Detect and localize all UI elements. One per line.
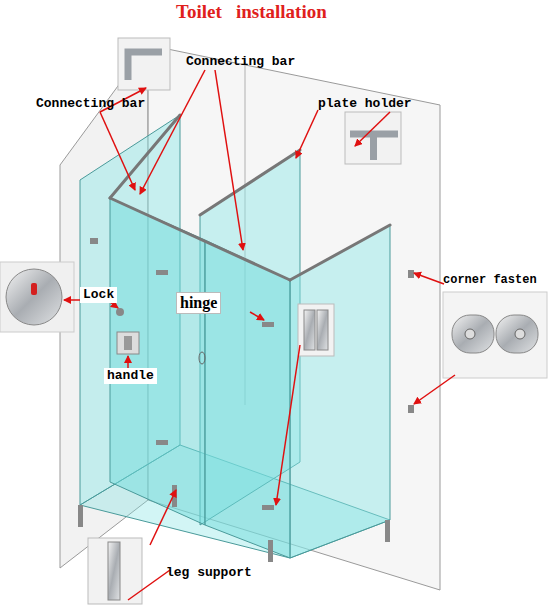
- leader-arrow: [296, 110, 318, 158]
- part-label: Lock: [80, 287, 117, 303]
- photo-frame: [0, 262, 74, 332]
- fitting: [90, 238, 98, 244]
- lock-photo: [6, 269, 62, 325]
- knob: [199, 352, 205, 364]
- leader-arrow: [128, 570, 170, 600]
- part-label: handle: [104, 368, 157, 384]
- photo-frame: [298, 304, 334, 356]
- part-label: leg support: [166, 566, 252, 580]
- hinge-photo: [304, 310, 315, 350]
- lock-dot: [116, 308, 124, 316]
- part-label: plate holder: [318, 97, 412, 111]
- fastener-photo: [496, 315, 538, 353]
- part-label: corner fasten: [443, 274, 537, 287]
- door-panel: [110, 198, 205, 525]
- fitting: [156, 440, 168, 445]
- side-panel: [290, 225, 390, 558]
- bar: [110, 198, 290, 280]
- photo-frame: [88, 538, 142, 604]
- leader-arrow: [140, 70, 205, 194]
- leader-arrow: [215, 70, 243, 250]
- fitting: [408, 405, 414, 413]
- hardware: [78, 238, 414, 562]
- leader-arrows: [64, 70, 455, 600]
- leg: [78, 505, 83, 527]
- leader-arrow: [414, 273, 444, 284]
- leader-arrow: [127, 356, 129, 368]
- fitting: [408, 270, 414, 278]
- glass-panels: [80, 115, 390, 558]
- holder-photo: [370, 134, 377, 160]
- lock-indicator: [31, 283, 37, 295]
- fitting: [262, 505, 274, 510]
- screw: [465, 329, 475, 339]
- leader-arrow: [64, 299, 80, 301]
- room-walls: [60, 45, 440, 590]
- leader-arrow: [355, 112, 390, 146]
- leader-arrow: [150, 490, 176, 545]
- leader-arrow: [414, 375, 455, 404]
- photo-frame: [118, 38, 170, 90]
- part-label: hinge: [176, 292, 221, 314]
- bar: [200, 150, 300, 215]
- leader-arrow: [100, 112, 135, 190]
- photo-frame: [443, 292, 547, 378]
- hinge-photo: [317, 310, 328, 350]
- fitting: [262, 322, 274, 327]
- part-label: Connecting bar: [186, 55, 295, 69]
- handle-photo: [117, 332, 139, 354]
- leader-arrow: [276, 345, 300, 505]
- leg: [385, 520, 390, 542]
- fastener-photo: [452, 315, 494, 353]
- leg: [268, 540, 273, 562]
- leg-photo: [108, 542, 120, 600]
- bar-photo: [128, 52, 162, 80]
- leader-arrow: [250, 312, 264, 320]
- part-label: Connecting bar: [36, 97, 145, 111]
- bar: [290, 225, 390, 280]
- diagram-title: Toilet installation: [176, 2, 327, 23]
- fitting: [156, 270, 168, 275]
- photo-frame: [345, 112, 401, 164]
- handle-photo: [124, 336, 132, 350]
- inset-photos: [0, 38, 547, 604]
- screw: [515, 329, 525, 339]
- door-panel: [205, 240, 290, 558]
